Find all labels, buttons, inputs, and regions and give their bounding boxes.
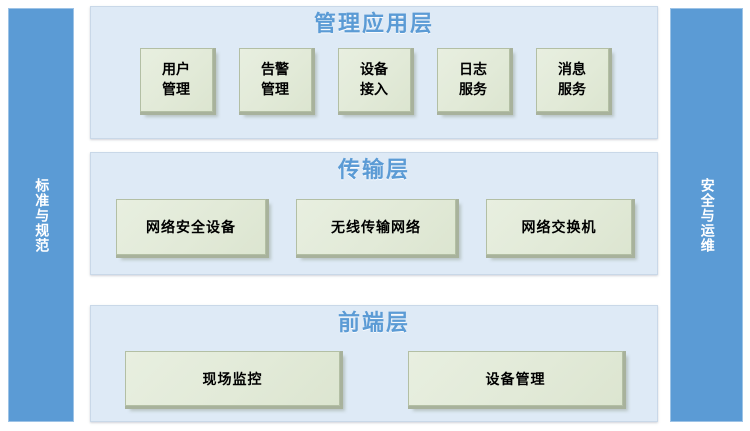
layer-title-transport: 传输层 [337,158,410,183]
layer-title-management-application: 管理应用层 [313,12,434,37]
node-network-switch-label: 网络交换机 [521,220,597,236]
node-message-service-label: 消息 服务 [558,61,586,98]
layer-title-frontend: 前端层 [337,311,410,336]
node-alarm-management-label: 告警 管理 [261,61,289,98]
node-log-service[interactable]: 日志 服务 [436,48,510,112]
node-user-management[interactable]: 用户 管理 [139,48,213,112]
node-row-frontend: 现场监控 设备管理 [91,351,657,406]
node-row-management-application: 用户 管理 告警 管理 设备 接入 日志 服务 消息 服务 [91,48,657,112]
node-site-monitoring-label: 现场监控 [202,371,263,388]
layer-panel-management-application: 管理应用层 用户 管理 告警 管理 设备 接入 日志 服务 消息 服务 [90,6,658,139]
node-log-service-label: 日志 服务 [459,61,487,98]
sidebar-security-and-operations: 安全与运维 [670,8,743,422]
node-device-access-label: 设备 接入 [360,61,388,98]
node-network-switch[interactable]: 网络交换机 [486,199,632,255]
node-device-access[interactable]: 设备 接入 [337,48,411,112]
node-network-security-device-label: 网络安全设备 [146,220,236,236]
node-message-service[interactable]: 消息 服务 [535,48,609,112]
node-wireless-transmission-network-label: 无线传输网络 [331,220,421,236]
node-alarm-management[interactable]: 告警 管理 [238,48,312,112]
node-row-transport: 网络安全设备 无线传输网络 网络交换机 [91,199,657,255]
node-device-management-label: 设备管理 [485,371,546,388]
sidebar-standards-label: 标准与规范 [33,177,50,253]
layer-panel-transport: 传输层 网络安全设备 无线传输网络 网络交换机 [90,152,658,275]
layer-panel-frontend: 前端层 现场监控 设备管理 [90,305,658,422]
sidebar-security-label: 安全与运维 [698,177,715,253]
node-user-management-label: 用户 管理 [162,61,190,98]
node-network-security-device[interactable]: 网络安全设备 [116,199,266,255]
node-site-monitoring[interactable]: 现场监控 [125,351,340,406]
sidebar-standards-and-specifications: 标准与规范 [8,8,74,422]
node-wireless-transmission-network[interactable]: 无线传输网络 [296,199,456,255]
node-device-management[interactable]: 设备管理 [408,351,623,406]
